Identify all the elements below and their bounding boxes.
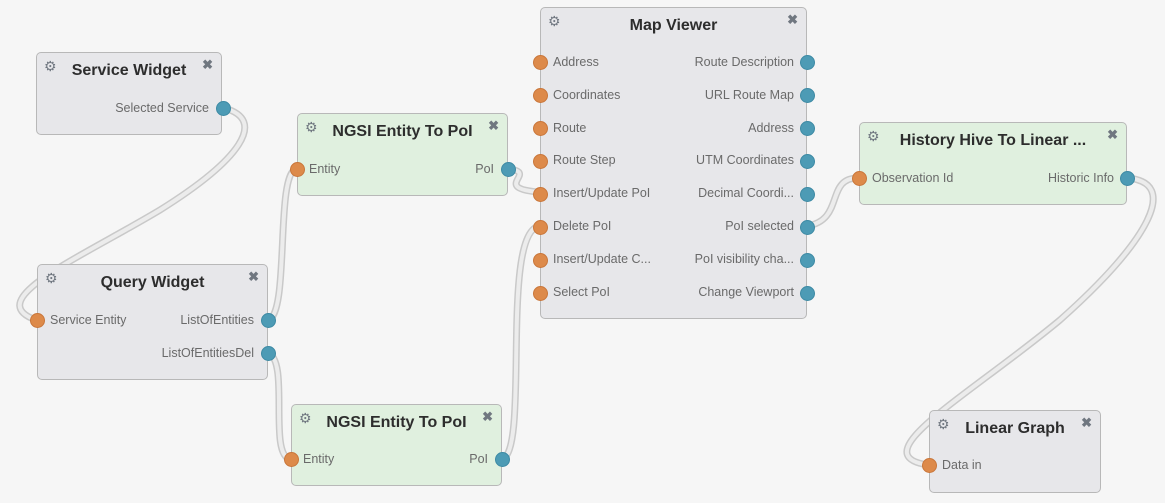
input-endpoint-service-entity[interactable]: [30, 313, 45, 328]
output-endpoint-address[interactable]: [800, 121, 815, 136]
gear-icon[interactable]: ⚙: [867, 128, 880, 144]
output-endpoint-list-of-entities[interactable]: [261, 313, 276, 328]
close-icon[interactable]: ✖: [488, 118, 499, 133]
close-icon[interactable]: ✖: [1107, 127, 1118, 142]
close-icon[interactable]: ✖: [787, 12, 798, 27]
node-title: NGSI Entity To PoI: [326, 414, 467, 431]
endpoint-label-coordinates: Coordinates: [553, 88, 621, 102]
endpoint-label-observation-id: Observation Id: [872, 171, 954, 185]
output-endpoint-poi[interactable]: [495, 452, 510, 467]
endpoint-label-address-out: Address: [748, 121, 794, 135]
output-endpoint-list-of-entities-del[interactable]: [261, 346, 276, 361]
output-endpoint-poi[interactable]: [501, 162, 516, 177]
close-icon[interactable]: ✖: [202, 57, 213, 72]
gear-icon[interactable]: ⚙: [548, 13, 561, 29]
node-title: Linear Graph: [965, 420, 1065, 437]
endpoint-label-historic-info: Historic Info: [1048, 171, 1114, 185]
gear-icon[interactable]: ⚙: [299, 410, 312, 426]
node-title: NGSI Entity To PoI: [332, 123, 473, 140]
wire-query-to-ngsi-top[interactable]: [264, 165, 300, 324]
gear-icon[interactable]: ⚙: [45, 270, 58, 286]
output-endpoint-decimal-coordinates[interactable]: [800, 187, 815, 202]
endpoint-label-data-in: Data in: [942, 458, 982, 472]
endpoint-label-change-viewport: Change Viewport: [698, 285, 794, 299]
output-endpoint-route-description[interactable]: [800, 55, 815, 70]
endpoint-label-route-description: Route Description: [694, 55, 794, 69]
output-endpoint-historic-info[interactable]: [1120, 171, 1135, 186]
endpoint-label-utm-coordinates: UTM Coordinates: [696, 153, 794, 167]
endpoint-label-delete-poi: Delete PoI: [553, 219, 612, 233]
input-endpoint-delete-poi[interactable]: [533, 220, 548, 235]
input-endpoint-coordinates[interactable]: [533, 88, 548, 103]
output-endpoint-utm-coordinates[interactable]: [800, 154, 815, 169]
wire-map-to-history-core: [805, 176, 860, 228]
endpoint-label-list-of-entities: ListOfEntities: [180, 313, 254, 327]
wire-query-to-ngsi-bottom[interactable]: [264, 349, 294, 463]
input-endpoint-route-step[interactable]: [533, 154, 548, 169]
endpoint-label-poi-visibility: PoI visibility cha...: [694, 252, 794, 266]
close-icon[interactable]: ✖: [248, 269, 259, 284]
gear-icon[interactable]: ⚙: [937, 416, 950, 432]
endpoint-label-service-entity: Service Entity: [50, 313, 127, 327]
node-title: Query Widget: [100, 274, 205, 291]
output-endpoint-selected-service[interactable]: [216, 101, 231, 116]
endpoint-label-url-route-map: URL Route Map: [704, 88, 794, 102]
input-endpoint-select-poi[interactable]: [533, 286, 548, 301]
node-title: Map Viewer: [629, 17, 718, 34]
close-icon[interactable]: ✖: [1081, 415, 1092, 430]
input-endpoint-route[interactable]: [533, 121, 548, 136]
query-widget-node[interactable]: ⚙ Query Widget ✖ Service Entity ListOfEn…: [30, 264, 276, 380]
input-endpoint-insert-update-c[interactable]: [533, 253, 548, 268]
gear-icon[interactable]: ⚙: [44, 58, 57, 74]
endpoint-label-poi-selected: PoI selected: [725, 219, 794, 233]
endpoint-label-poi: PoI: [469, 452, 488, 466]
endpoint-label-address-in: Address: [553, 55, 599, 69]
output-endpoint-poi-visibility[interactable]: [800, 253, 815, 268]
endpoint-label-poi: PoI: [475, 162, 494, 176]
linear-graph-node[interactable]: ⚙ Linear Graph ✖ Data in: [922, 410, 1101, 493]
ngsi-entity-to-poi-top-node[interactable]: ⚙ NGSI Entity To PoI ✖ Entity PoI: [290, 113, 516, 196]
wire-query-to-ngsi-bottom-core: [266, 351, 292, 461]
node-title: History Hive To Linear ...: [899, 132, 1087, 149]
map-viewer-node[interactable]: ⚙ Map Viewer ✖ Address Coordinates Route…: [533, 7, 815, 319]
endpoint-label-insert-update-c: Insert/Update C...: [553, 252, 651, 266]
input-endpoint-entity[interactable]: [284, 452, 299, 467]
endpoint-label-list-of-entities-del: ListOfEntitiesDel: [161, 346, 254, 360]
endpoint-label-route-step: Route Step: [553, 153, 616, 167]
input-endpoint-insert-update-poi[interactable]: [533, 187, 548, 202]
endpoint-label-entity: Entity: [303, 452, 335, 466]
close-icon[interactable]: ✖: [482, 409, 493, 424]
input-endpoint-entity[interactable]: [290, 162, 305, 177]
ngsi-entity-to-poi-bottom-node[interactable]: ⚙ NGSI Entity To PoI ✖ Entity PoI: [284, 404, 510, 486]
history-hive-node[interactable]: ⚙ History Hive To Linear ... ✖ Observati…: [852, 122, 1135, 205]
wire-map-to-history[interactable]: [803, 174, 862, 230]
output-endpoint-url-route-map[interactable]: [800, 88, 815, 103]
wire-query-to-ngsi-top-core: [266, 167, 298, 322]
output-endpoint-poi-selected[interactable]: [800, 220, 815, 235]
endpoint-label-entity: Entity: [309, 162, 341, 176]
endpoint-label-decimal-coordinates: Decimal Coordi...: [698, 186, 794, 200]
gear-icon[interactable]: ⚙: [305, 119, 318, 135]
input-endpoint-observation-id[interactable]: [852, 171, 867, 186]
endpoint-label-insert-update-poi: Insert/Update PoI: [553, 186, 651, 200]
endpoint-label-route: Route: [553, 121, 587, 135]
endpoint-label-select-poi: Select PoI: [553, 285, 610, 299]
service-widget-node[interactable]: ⚙ Service Widget ✖ Selected Service: [36, 52, 231, 135]
node-title: Service Widget: [71, 62, 187, 79]
output-endpoint-change-viewport[interactable]: [800, 286, 815, 301]
endpoint-label-selected-service: Selected Service: [115, 101, 209, 115]
input-endpoint-address[interactable]: [533, 55, 548, 70]
input-endpoint-data-in[interactable]: [922, 458, 937, 473]
